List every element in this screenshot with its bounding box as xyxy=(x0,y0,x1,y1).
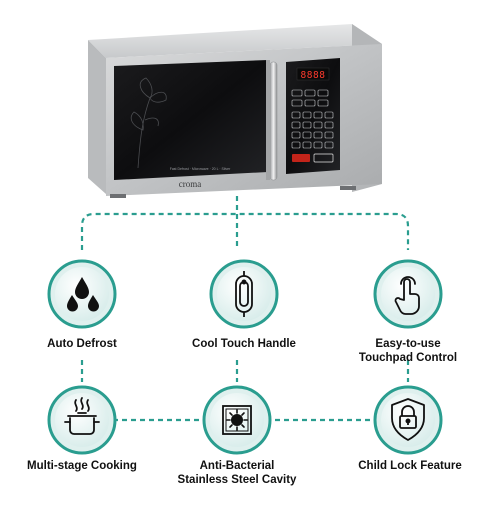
touch-finger-icon xyxy=(394,276,420,315)
keypad[interactable] xyxy=(291,89,334,149)
connector-lines xyxy=(80,196,410,422)
brand-logo: croma xyxy=(179,179,202,189)
cooking-pot-icon xyxy=(64,397,100,435)
feature-label-child-lock: Child Lock Feature xyxy=(358,460,462,472)
water-drops-icon xyxy=(67,277,99,312)
feature-label-touchpad-control: Easy-to-use Touchpad Control xyxy=(358,338,458,364)
door-window xyxy=(114,60,268,180)
start-button[interactable] xyxy=(313,153,334,163)
stop-button[interactable] xyxy=(292,154,310,162)
connector-top-bus xyxy=(80,212,410,250)
shield-badge-icon xyxy=(222,405,252,435)
door-handle[interactable] xyxy=(269,61,278,181)
panel-note: Fast Defrost · Microwave · 20 L · Silver xyxy=(170,167,231,171)
feature-label-cool-touch-handle: Cool Touch Handle xyxy=(192,338,296,350)
feature-cool-touch-handle xyxy=(209,259,279,329)
display-digits: 8888 xyxy=(301,70,326,81)
feature-label-anti-bacterial: Anti-Bacterial Stainless Steel Cavity xyxy=(177,460,297,486)
feature-auto-defrost xyxy=(47,259,117,329)
feature-label-auto-defrost: Auto Defrost xyxy=(47,338,117,350)
feature-touchpad-control xyxy=(373,259,443,329)
feature-anti-bacterial xyxy=(202,385,272,455)
door-handle-icon xyxy=(235,271,253,317)
feature-child-lock xyxy=(373,385,443,455)
microwave-top xyxy=(88,24,382,58)
feature-label-multi-stage-cooking: Multi-stage Cooking xyxy=(27,460,137,472)
control-panel xyxy=(286,58,340,174)
digital-display xyxy=(296,67,330,81)
flower-decoration xyxy=(130,77,167,169)
lock-shield-icon xyxy=(391,398,425,441)
microwave-image: Fast Defrost · Microwave · 20 L · Silver… xyxy=(88,24,382,198)
feature-multi-stage-cooking xyxy=(47,385,117,455)
